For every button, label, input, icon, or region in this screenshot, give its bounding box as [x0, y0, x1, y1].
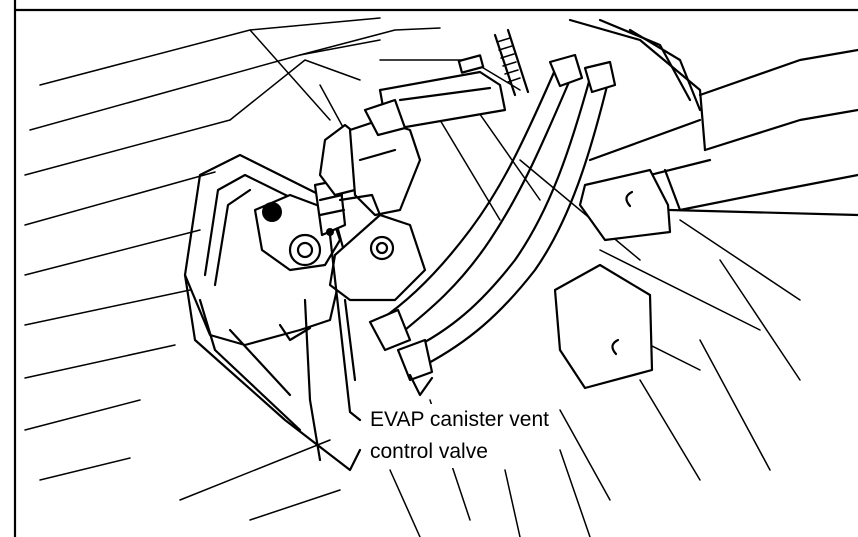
callout-label-line2: control valve [370, 440, 488, 463]
evap-hoses [368, 53, 617, 397]
bracket-lower [553, 263, 654, 390]
frame-rail [568, 18, 858, 217]
bracket-upper [578, 168, 672, 242]
threaded-rod [457, 28, 530, 97]
evap-canister [183, 153, 362, 472]
callout-label: EVAP canister vent control valve [366, 404, 553, 468]
valve-hose-connector [318, 70, 507, 217]
valve-support-bracket [303, 213, 427, 462]
callout-label-line1: EVAP canister vent [370, 408, 549, 431]
callout-leader-line [328, 233, 362, 422]
